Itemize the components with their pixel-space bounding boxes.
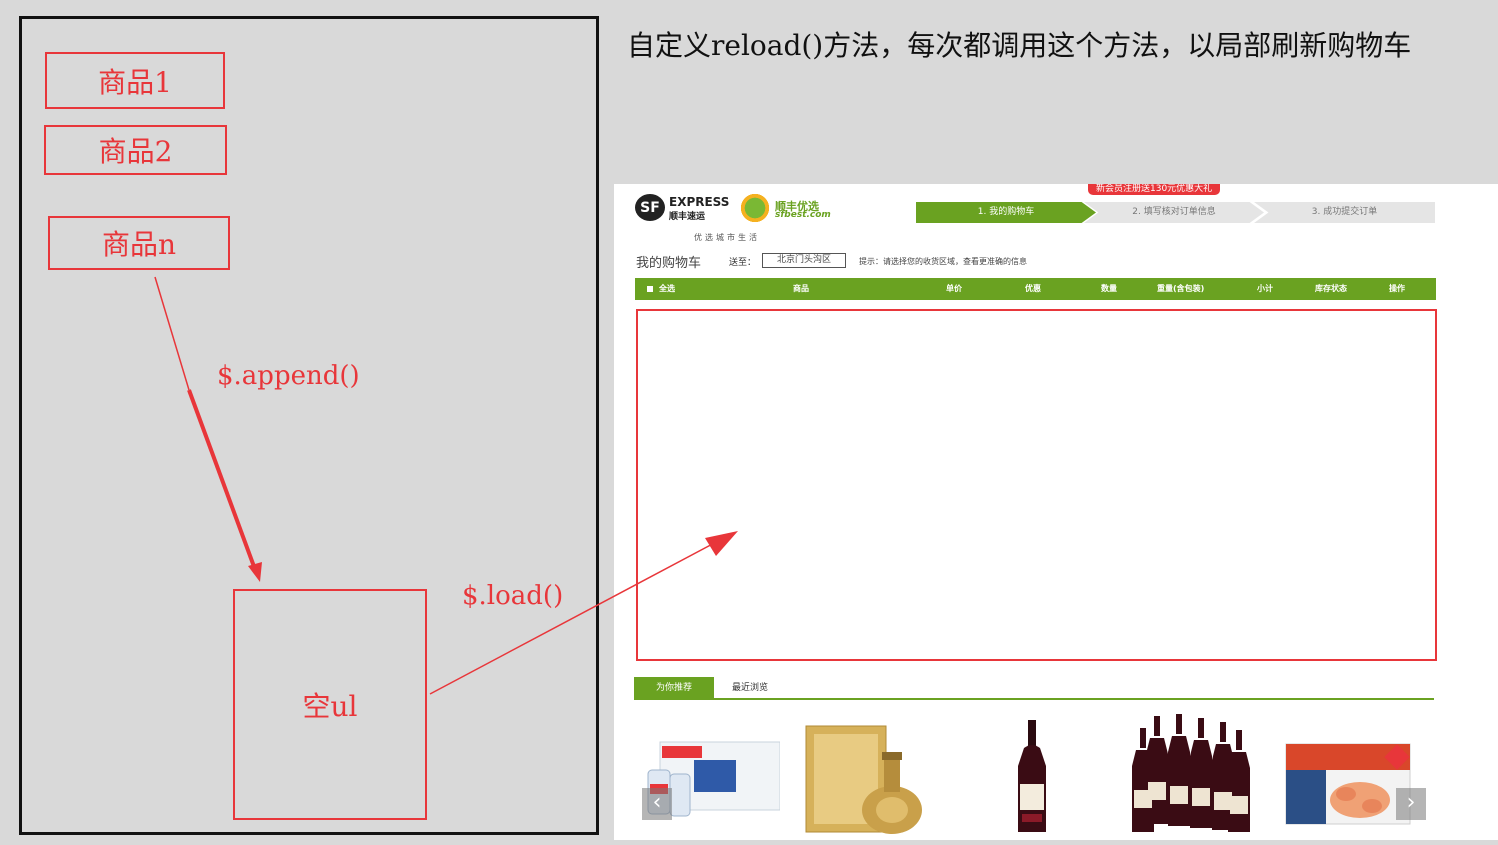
col-unit-price: 单价 — [946, 284, 962, 293]
sf-express-en: EXPRESS — [669, 195, 730, 209]
load-label: $.load() — [462, 581, 564, 611]
select-all-checkbox[interactable] — [647, 286, 653, 292]
step-submit-order: 3. 成功提交订单 — [1254, 202, 1435, 223]
sfbest-en: sfbest.com — [775, 210, 831, 220]
empty-ul-box: 空ul — [233, 589, 427, 820]
region-tip: 提示：请选择您的收货区域，查看更准确的信息 — [859, 257, 1027, 266]
sf-express-cn: 顺丰速运 — [669, 212, 706, 222]
shrimp-box-image — [1285, 743, 1411, 825]
empty-ul-label: 空ul — [302, 689, 358, 723]
wine-bottle-image — [1018, 720, 1046, 832]
product-item-2: 商品2 — [44, 125, 227, 175]
deliver-label: 送至： — [729, 258, 757, 268]
cart-title: 我的购物车 — [636, 256, 702, 271]
tab-recently-viewed[interactable]: 最近浏览 — [732, 683, 769, 693]
product-item-1-label: 商品1 — [98, 65, 172, 99]
product-thumb-5[interactable] — [1282, 714, 1422, 834]
promo-badge[interactable]: 新会员注册送130元优惠大礼 — [1088, 184, 1221, 195]
col-product: 商品 — [793, 284, 809, 293]
col-weight: 重量(含包装) — [1157, 284, 1205, 293]
product-thumb-2[interactable] — [800, 714, 940, 834]
product-item-1: 商品1 — [45, 52, 225, 109]
cart-page-screenshot: 新会员注册送130元优惠大礼 SF EXPRESS 顺丰速运 顺丰优选 sfbe… — [614, 184, 1498, 840]
product-thumb-3[interactable] — [960, 714, 1100, 834]
sfbest-sun-icon — [739, 192, 771, 224]
liquor-gift-image — [805, 725, 922, 834]
col-subtotal: 小计 — [1257, 284, 1273, 293]
cart-table-header: 全选 商品 单价 优惠 数量 重量(含包装) 小计 库存状态 操作 — [635, 278, 1436, 300]
diagram-frame — [19, 16, 599, 835]
product-item-2-label: 商品2 — [98, 135, 173, 168]
append-label: $.append() — [217, 361, 360, 391]
product-item-n-label: 商品n — [101, 228, 177, 261]
slogan: 优选城市生活 — [694, 233, 760, 242]
tab-recommended[interactable]: 为你推荐 — [634, 677, 714, 699]
carousel-prev-button[interactable]: ‹ — [642, 788, 672, 820]
note-text: 自定义reload()方法，每次都调用这个方法，以局部刷新购物车 — [627, 29, 1412, 62]
col-stock-status: 库存状态 — [1315, 284, 1347, 293]
cart-list-area — [636, 309, 1437, 661]
tab-underline — [634, 698, 1434, 700]
sfbest-cn: 顺丰优选 — [775, 200, 819, 213]
col-discount: 优惠 — [1025, 284, 1041, 293]
col-quantity: 数量 — [1101, 284, 1117, 293]
product-item-n: 商品n — [48, 216, 230, 270]
carousel-next-button[interactable]: › — [1396, 788, 1426, 820]
product-thumb-4[interactable] — [1120, 714, 1260, 834]
deliver-region-select[interactable]: 北京门头沟区 — [762, 253, 846, 268]
col-select-all[interactable]: 全选 — [659, 284, 675, 293]
step-cart: 1. 我的购物车 — [916, 202, 1096, 223]
step-confirm-order: 2. 填写核对订单信息 — [1084, 202, 1264, 223]
wine-set-image — [1132, 714, 1250, 832]
sf-logo-icon: SF — [635, 194, 665, 221]
col-actions: 操作 — [1389, 284, 1405, 293]
